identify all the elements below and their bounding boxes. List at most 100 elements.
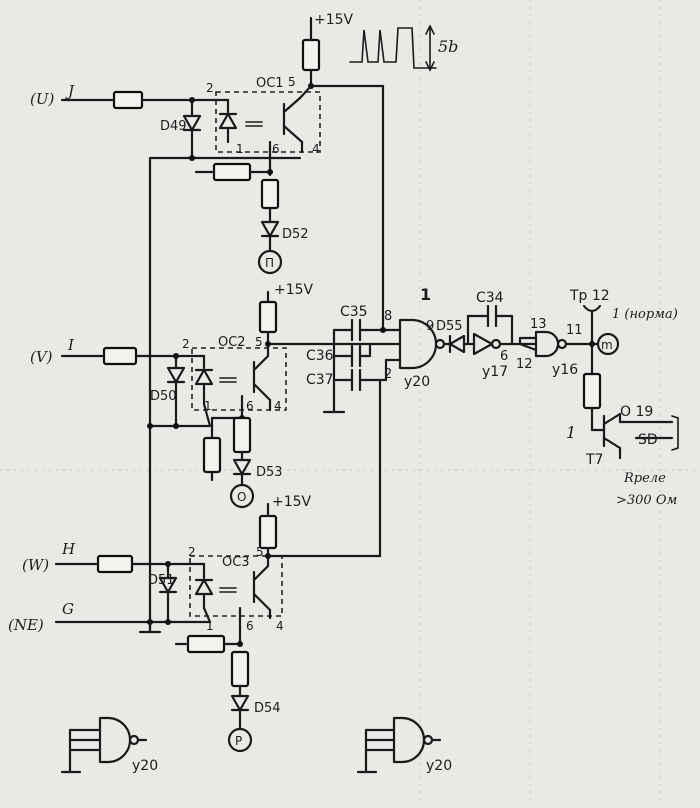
input-w-line: H [61,540,76,558]
oc2-pin1: 1 [204,399,212,413]
sd-label: SD [638,432,658,448]
input-u-line: J [65,82,75,100]
diode-d49: D49 [160,119,187,134]
gate-y16-label: y16 [552,362,578,378]
gate-y16-in-bot: 12 [516,357,533,372]
channel-v: (V) I D50 OC2 2 5 1 6 4 [30,282,372,509]
resistor-r123 [258,514,278,550]
terminal-m-label: m [601,338,613,352]
oc2-pin6: 6 [246,399,254,413]
gate-pin-9: 9 [426,319,434,334]
gate-y20-num: 1 [420,285,431,304]
oc3-pin6: 6 [246,619,254,633]
transistor-t7: T7 [585,452,603,468]
optocoupler-oc2: OC2 [218,335,246,350]
capacitor-c35: C35 [340,304,368,320]
supply-label-bot: +15V [272,494,312,510]
diode-d53: D53 [256,465,283,480]
resistor-r121 [186,634,226,654]
testpoint-tp12: Tp 12 [569,288,610,304]
supply-label-mid: +15V [274,282,314,298]
relay-value: >300 Ом [616,493,677,508]
inverter-y17-label: y17 [482,364,508,380]
input-ne-label: (NE) [8,616,44,634]
oc2-pin2: 2 [182,337,190,351]
oc1-pin6: 6 [272,142,280,156]
oc3-pin4: 4 [276,619,284,633]
symbol-gate-right [392,716,426,764]
oc3-pin5: 5 [256,545,264,559]
transistor-t7-base: 1 [566,423,576,442]
diode-d52: D52 [282,227,309,242]
input-w-label: (W) [22,556,49,574]
norm-label: 1 (норма) [612,307,678,322]
oc3-pin2: 2 [188,545,196,559]
gate-y16 [534,330,560,358]
gate-y20-label: y20 [404,374,430,390]
channel-w: (W) H (NE) G D51 OC3 2 5 1 6 4 [8,378,382,753]
resistor-r117 [258,300,278,334]
terminal-m [596,332,620,356]
oc2-pin5: 5 [255,335,263,349]
gate-pin-8: 8 [384,309,392,324]
capacitor-c34: C34 [476,290,504,306]
input-v-line: I [67,336,75,354]
oc1-pin1: 1 [236,142,244,156]
pulse-amplitude: 5b [438,37,458,56]
sd-number: O 19 [620,404,653,420]
resistor-r118 [202,436,222,474]
diode-d50: D50 [150,389,177,404]
symbol-right-label: y20 [426,758,452,774]
resistor-r-out [582,372,602,410]
inverter-y17 [472,332,494,356]
resistor-r120 [96,554,134,574]
channel-u: (U) J D49 OC1 2 5 1 6 4 [30,75,321,630]
optocoupler-oc1: OC1 [256,76,284,91]
relay-label: Rреле [623,471,666,486]
oc1-pin4: 4 [312,142,320,156]
optocoupler-oc3: OC3 [222,555,250,570]
supply-label-top: +15V [314,12,354,28]
gate-y16-out: 11 [566,323,583,338]
resistor-r116 [102,346,138,366]
inverter-y17-pin: 6 [500,349,508,364]
gate-y16-in-top: 13 [530,317,547,332]
symbol-left-label: y20 [132,758,158,774]
terminal-53-label: O [237,490,246,504]
resistor-r113 [212,162,252,182]
symbol-gate-left [98,716,132,764]
gate-section: C35 C36 C37 y20 1 8 9 2 [306,285,594,414]
diode-d54: D54 [254,701,281,716]
symbol-sketch-right: y20 [356,716,452,774]
terminal-52-label: П [265,256,274,270]
terminal-54 [227,727,253,753]
capacitor-c37: C37 [306,372,334,388]
input-v-label: (V) [30,348,53,366]
capacitor-c36: C36 [306,348,334,364]
resistor-r119 [232,416,252,454]
symbol-sketch-left: y20 [60,716,158,774]
terminal-52 [257,249,283,275]
input-u-label: (U) [30,90,54,108]
input-ne-line: G [62,600,74,618]
diode-d55: D55 [436,319,463,334]
oc3-pin1: 1 [206,619,214,633]
oc1-pin5: 5 [288,75,296,89]
terminal-54-label: P [235,734,242,748]
optocoupler-oc2-box [191,347,287,411]
optocoupler-oc3-box [189,555,283,617]
oc2-pin4: 4 [274,399,282,413]
resistor-r114 [260,178,280,210]
resistor-r122 [230,650,250,688]
output-stage: Tp 12 m 1 (норма) T7 1 O 19 SD Rреле >30… [566,288,679,508]
resistor-r112 [112,90,144,110]
terminal-53 [229,483,255,509]
gate-pin-2: 2 [384,367,392,382]
supply-rail: +15V [301,12,385,322]
resistor-r-top [301,38,321,72]
pulse-sketch: 5b [349,24,458,72]
oc1-pin2: 2 [206,81,214,95]
optocoupler-oc1-box [215,91,321,153]
